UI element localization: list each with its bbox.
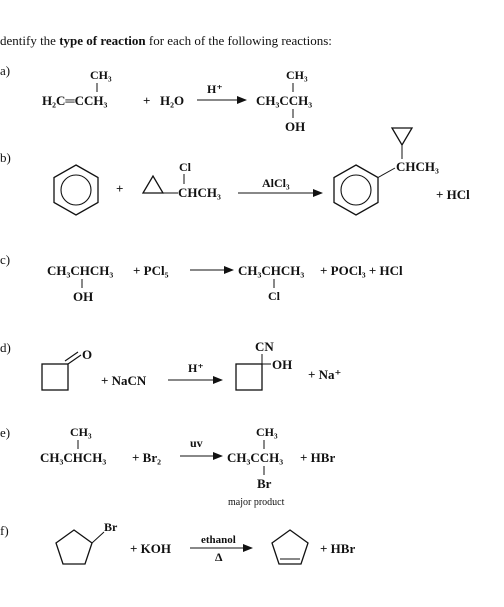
f-koh: + KOH <box>130 541 171 556</box>
instruction-header: dentify the type of reaction for each of… <box>0 33 332 49</box>
reaction-c: CH₃CHCH₃ OH + PCl₅ CH₃CHCH₃ Cl + POCl₃ +… <box>47 263 403 304</box>
c-reactant-oh: OH <box>73 289 93 304</box>
d-oxygen: O <box>82 347 92 362</box>
f-solvent: ethanol <box>201 534 236 546</box>
d-condition: H⁺ <box>188 361 204 375</box>
reaction-b: + Cl CHCH₃ AlCl₃ CHCH₃ + HCl <box>53 127 470 216</box>
d-cyano: CN <box>255 339 274 354</box>
reaction-f: Br + KOH ethanol Δ + HBr <box>55 520 355 565</box>
e-major-product-note: major product <box>228 497 285 508</box>
e-hbr: + HBr <box>300 450 335 465</box>
b-product-ring-bond <box>377 167 396 178</box>
b-chch3: CHCH₃ <box>178 185 221 200</box>
a-product-methyl: CH₃ <box>286 68 308 82</box>
a-product-main: CH₃CCH₃ <box>256 93 312 108</box>
b-product-chch3: CHCH₃ <box>396 159 439 174</box>
a-plus: + <box>143 93 150 108</box>
e-reactant-methyl: CH₃ <box>70 425 92 439</box>
d-carbonyl-bond-1 <box>67 354 82 365</box>
b-product-benzene-circle <box>340 174 372 206</box>
c-reactant-main: CH₃CHCH₃ <box>47 263 113 278</box>
label-b: b) <box>0 150 11 165</box>
label-a: a) <box>0 63 11 78</box>
e-product-main: CH₃CCH₃ <box>227 450 283 465</box>
a-reactant-methyl: CH₃ <box>90 68 112 82</box>
reaction-a: CH₃ H₂C═CCH₃ + H₂O H⁺ CH₃ CH₃CCH₃ OH <box>42 68 312 134</box>
reaction-e: CH₃ CH₃CHCH₃ + Br₂ uv CH₃ CH₃CCH₃ + HBr … <box>40 425 335 508</box>
label-e: e) <box>0 425 11 440</box>
reaction-d: O + NaCN H⁺ CN OH + Na⁺ <box>41 339 341 391</box>
c-product-cl: Cl <box>268 289 281 303</box>
a-water: H₂O <box>160 93 184 108</box>
b-plus: + <box>116 181 123 196</box>
b-hcl: + HCl <box>436 187 470 202</box>
f-bromine: Br <box>104 520 118 534</box>
header-text-post: for each of the following reactions: <box>145 33 332 48</box>
b-benzene-ring <box>53 164 99 216</box>
header-text-bold: type of reaction <box>59 33 146 48</box>
d-hydroxyl: OH <box>272 357 292 372</box>
e-product-br: Br <box>257 476 272 491</box>
f-cyclopentane <box>55 529 93 565</box>
d-cyclobutanone-ring <box>41 363 69 391</box>
a-reactant-alkene: H₂C═CCH₃ <box>42 93 107 108</box>
a-product-oh: OH <box>285 119 305 134</box>
b-chlorine: Cl <box>179 160 192 174</box>
d-nacn: + NaCN <box>101 373 147 388</box>
label-d: d) <box>0 340 11 355</box>
label-f: f) <box>0 523 9 538</box>
header-text-pre: dentify the <box>0 33 60 48</box>
d-product-ring <box>235 363 263 391</box>
c-product-main: CH₃CHCH₃ <box>238 263 304 278</box>
b-benzene-circle <box>60 174 92 206</box>
a-condition: H⁺ <box>207 82 223 96</box>
f-cyclopentene <box>271 529 309 565</box>
f-br-bond <box>91 531 105 544</box>
b-product-cyclopropane <box>390 127 414 147</box>
e-bromine: + Br₂ <box>132 450 161 465</box>
e-product-methyl: CH₃ <box>256 425 278 439</box>
e-condition: uv <box>190 436 203 450</box>
c-pcl5: + PCl₅ <box>133 263 169 278</box>
label-c: c) <box>0 252 11 267</box>
f-heat: Δ <box>215 550 223 564</box>
d-sodium-ion: + Na⁺ <box>308 367 341 382</box>
f-hbr: + HBr <box>320 541 355 556</box>
c-other-products: + POCl₃ + HCl <box>320 263 403 278</box>
b-catalyst: AlCl₃ <box>262 176 290 190</box>
b-cyclopropane <box>141 174 165 194</box>
d-carbonyl-bond-2 <box>64 351 79 362</box>
e-reactant-main: CH₃CHCH₃ <box>40 450 106 465</box>
